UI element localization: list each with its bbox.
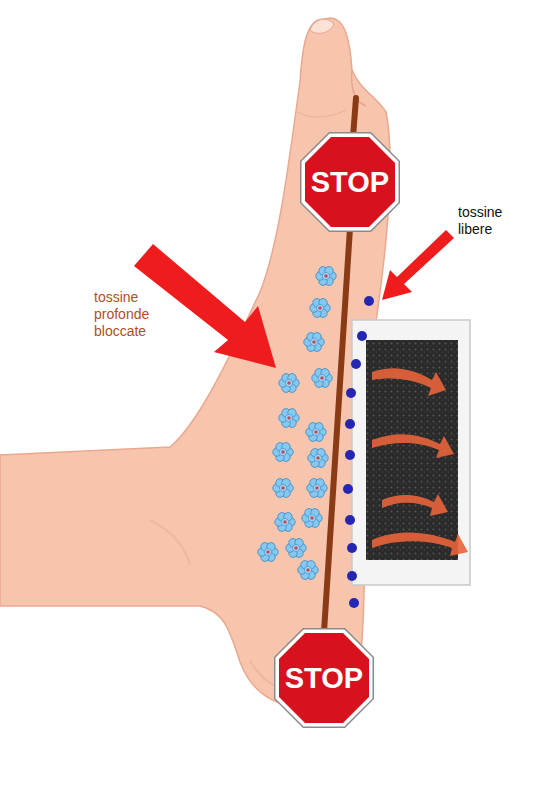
toxin-molecule bbox=[306, 423, 326, 442]
toxin-molecule bbox=[307, 479, 327, 498]
free-toxin-dot bbox=[345, 515, 355, 525]
red-arrow bbox=[134, 244, 276, 368]
free-toxin-dot bbox=[343, 484, 353, 494]
toxin-molecule bbox=[302, 509, 322, 528]
toxin-molecule bbox=[275, 513, 295, 532]
ankle-shade bbox=[150, 520, 190, 565]
toxin-molecule bbox=[279, 374, 299, 393]
stop-text: STOP bbox=[285, 662, 363, 695]
toxin-molecule bbox=[312, 369, 332, 388]
toxin-molecule bbox=[298, 561, 318, 580]
toxin-molecule bbox=[286, 539, 306, 558]
toxin-molecule bbox=[308, 449, 328, 468]
toxin-molecule bbox=[273, 443, 293, 462]
free-toxin-dot bbox=[364, 296, 374, 306]
barrier-line bbox=[324, 228, 350, 632]
toxin-molecule bbox=[304, 333, 324, 352]
free-toxin-dot bbox=[357, 331, 367, 341]
stop-sign: STOP bbox=[274, 628, 374, 728]
toxin-label: tossine profonde bloccate bbox=[94, 289, 166, 340]
toxin-molecule bbox=[279, 409, 299, 428]
free-toxins bbox=[343, 296, 374, 608]
free-toxin-dot bbox=[351, 359, 361, 369]
red-arrow bbox=[382, 230, 454, 300]
free-toxin-dot bbox=[345, 450, 355, 460]
free-toxin-dot bbox=[347, 543, 357, 553]
free-toxin-dot bbox=[347, 571, 357, 581]
toxin-molecule bbox=[316, 267, 336, 286]
stop-sign: STOP bbox=[300, 132, 400, 232]
free-toxin-dot bbox=[346, 388, 356, 398]
stop-text: STOP bbox=[311, 166, 389, 199]
toxin-molecule bbox=[310, 299, 330, 318]
free-toxin-dot bbox=[345, 419, 355, 429]
detox-patch bbox=[352, 320, 470, 585]
free-toxin-dot bbox=[349, 598, 359, 608]
toxin-molecule bbox=[273, 479, 293, 498]
toxin-label: tossine libere bbox=[458, 204, 520, 238]
deep-toxins bbox=[258, 267, 336, 580]
toxin-molecule bbox=[258, 543, 278, 562]
toenail bbox=[310, 19, 334, 33]
foot-shape bbox=[0, 18, 390, 708]
toe-crease bbox=[298, 110, 346, 117]
